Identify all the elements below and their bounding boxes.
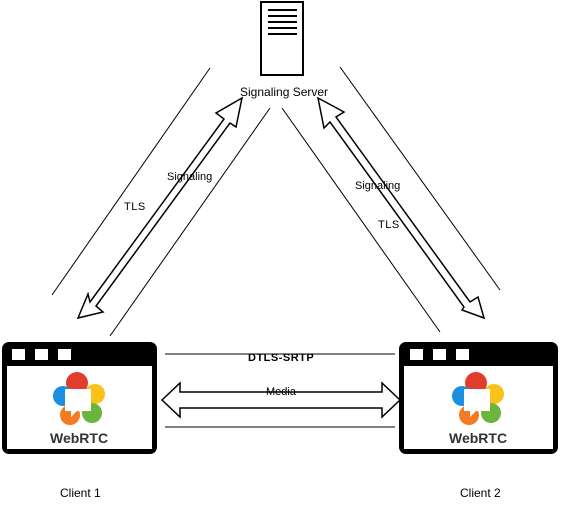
webrtc-logo-icon bbox=[452, 372, 504, 425]
tls-line-right-inner bbox=[281, 107, 441, 333]
webrtc-logo-icon bbox=[53, 372, 105, 425]
left-tls-label: TLS bbox=[124, 201, 146, 213]
client-1-label: Client 1 bbox=[60, 486, 101, 500]
client-2-webrtc-text: WebRTC bbox=[449, 430, 508, 446]
signaling-server-label: Signaling Server bbox=[240, 85, 329, 99]
right-signaling-label: Signaling bbox=[355, 180, 401, 192]
client-1-webrtc-text: WebRTC bbox=[50, 430, 109, 446]
client-2-label: Client 2 bbox=[460, 486, 501, 500]
signaling-arrow-left bbox=[76, 96, 244, 320]
tls-line-left-outer bbox=[51, 67, 211, 296]
tls-line-right-outer bbox=[339, 66, 501, 291]
media-label: Media bbox=[266, 386, 296, 398]
dtls-srtp-label: DTLS-SRTP bbox=[248, 352, 315, 364]
left-signaling-label: Signaling bbox=[167, 171, 213, 183]
server-icon bbox=[260, 1, 304, 76]
tls-line-left-inner bbox=[109, 107, 271, 337]
right-tls-label: TLS bbox=[378, 219, 400, 231]
signaling-arrow-right bbox=[316, 96, 486, 320]
